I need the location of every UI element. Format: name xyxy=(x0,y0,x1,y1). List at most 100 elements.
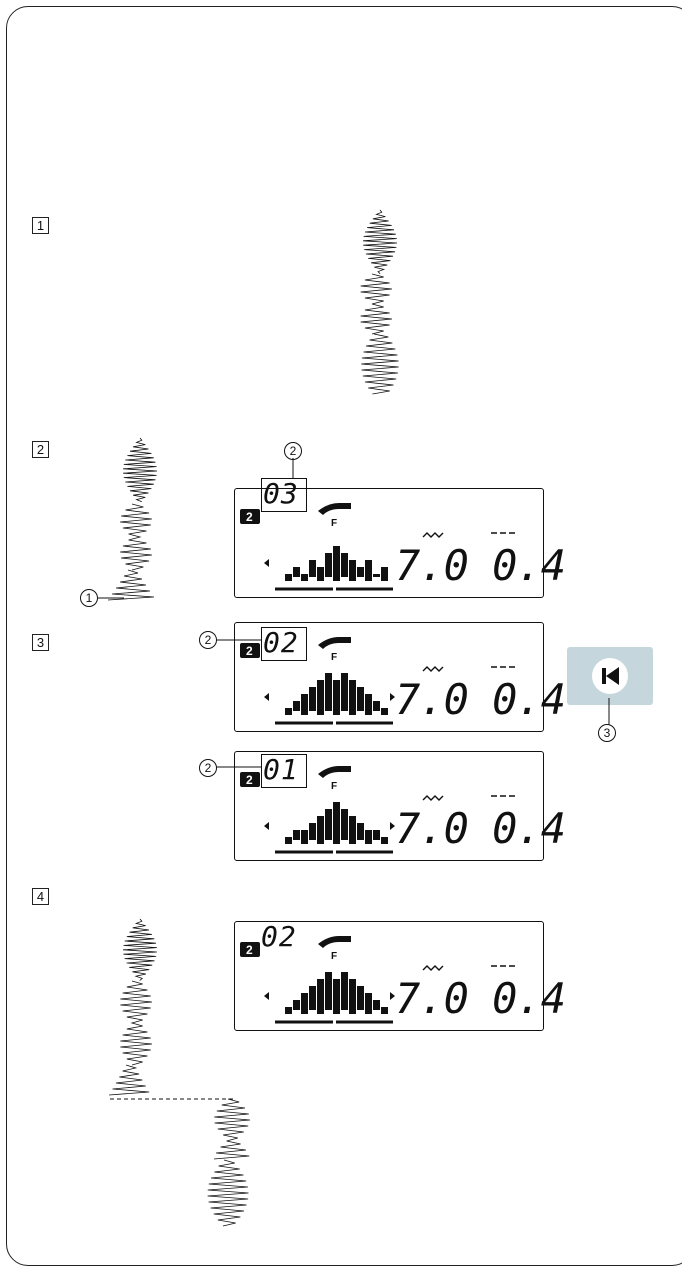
zigzag-width-icon xyxy=(422,795,444,801)
stitch-oval xyxy=(123,437,158,503)
pattern-pixel-column xyxy=(325,809,332,840)
number-2-mode-icon xyxy=(240,942,260,957)
stitch-wave xyxy=(120,980,153,1066)
right-arrow-icon xyxy=(390,822,395,830)
pattern-pixel-column xyxy=(317,567,324,581)
width-value: 7.0 xyxy=(395,675,469,724)
pattern-pixel-column xyxy=(309,687,316,711)
pattern-pixel-column xyxy=(333,802,340,844)
pattern-pixel-column xyxy=(301,694,308,715)
number-2-mode-icon xyxy=(240,509,260,524)
callout-1: 1 xyxy=(80,589,98,607)
pattern-pixel-column xyxy=(301,830,308,844)
stitch-sample-step-2 xyxy=(107,437,158,601)
stitch-sample-step-4 xyxy=(109,918,251,1227)
pattern-pixel-column xyxy=(381,1007,388,1014)
stitch-taper xyxy=(107,569,155,601)
pattern-pixel-column xyxy=(293,830,300,840)
left-arrow-icon xyxy=(264,693,269,701)
pattern-pixel-column xyxy=(325,553,332,577)
stitch-settings-readout: 7.0 0.4 xyxy=(395,673,566,727)
callout-3: 3 xyxy=(598,724,616,742)
pattern-pixel-column xyxy=(333,546,340,581)
left-arrow-icon xyxy=(264,559,269,567)
callout-3-leader xyxy=(608,698,610,726)
length-value: 0.4 xyxy=(492,541,566,590)
pattern-pixel-column xyxy=(365,694,372,715)
pattern-pixel-column xyxy=(381,837,388,844)
callout-1-leader xyxy=(98,597,124,599)
pattern-pixel-column xyxy=(325,972,332,1010)
step-2-marker: 2 xyxy=(32,441,49,458)
stitch-taper xyxy=(207,1159,249,1227)
stitch-oval xyxy=(122,918,157,981)
left-arrow-icon xyxy=(264,822,269,830)
left-arrow-icon xyxy=(264,992,269,1000)
presser-foot-F-icon xyxy=(318,936,351,948)
pattern-number: 01 xyxy=(261,754,307,788)
length-value: 0.4 xyxy=(492,804,566,853)
pattern-pixel-column xyxy=(309,986,316,1010)
step-1-marker: 1 xyxy=(32,217,49,234)
pattern-pixel-column xyxy=(357,567,364,577)
length-value: 0.4 xyxy=(492,675,566,724)
foot-letter: F xyxy=(331,951,337,962)
width-value: 7.0 xyxy=(395,974,469,1023)
back-to-start-button[interactable] xyxy=(567,647,653,705)
stitch-taper xyxy=(109,1064,150,1096)
pattern-pixel-column xyxy=(285,837,292,844)
foot-letter: F xyxy=(331,518,337,529)
number-2-mode-icon xyxy=(240,643,260,658)
pattern-pixel-column xyxy=(349,560,356,581)
length-value: 0.4 xyxy=(492,974,566,1023)
pattern-pixel-column xyxy=(365,993,372,1014)
pattern-pixel-column xyxy=(325,673,332,711)
pattern-pixel-column xyxy=(373,830,380,840)
pattern-pixel-column xyxy=(357,687,364,711)
pattern-pixel-column xyxy=(301,993,308,1014)
pattern-pixel-column xyxy=(309,560,316,577)
pattern-pixel-column xyxy=(373,574,380,577)
pattern-pixel-column xyxy=(309,823,316,840)
right-arrow-icon xyxy=(390,992,395,1000)
zigzag-width-icon xyxy=(422,666,444,672)
mode-digit: 2 xyxy=(246,773,253,787)
pattern-pixel-column xyxy=(333,680,340,715)
right-arrow-icon xyxy=(390,693,395,701)
back-to-start-icon xyxy=(592,658,628,694)
pattern-pixel-column xyxy=(349,979,356,1014)
pattern-pixel-column xyxy=(341,972,348,1010)
width-value: 7.0 xyxy=(395,541,469,590)
pattern-pixel-column xyxy=(341,553,348,577)
stitch-wave xyxy=(360,273,393,335)
pattern-pixel-column xyxy=(341,673,348,711)
stitch-settings-readout: 7.0 0.4 xyxy=(395,539,566,593)
width-value: 7.0 xyxy=(395,804,469,853)
pattern-pixel-column xyxy=(317,816,324,844)
mode-digit: 2 xyxy=(246,943,253,957)
presser-foot-F-icon xyxy=(318,766,351,778)
callout-2-lcd2: 2 xyxy=(199,631,217,649)
pattern-pixel-column xyxy=(317,979,324,1014)
pattern-pixel-column xyxy=(381,708,388,715)
zigzag-width-icon xyxy=(422,965,444,971)
pattern-pixel-column xyxy=(317,680,324,715)
callout-2-leader xyxy=(216,766,262,768)
pattern-number: 02 xyxy=(261,920,297,953)
pattern-number: 03 xyxy=(261,478,307,512)
presser-foot-F-icon xyxy=(318,637,351,649)
callout-2-leader xyxy=(292,458,294,478)
pattern-pixel-column xyxy=(357,823,364,840)
zigzag-width-icon xyxy=(422,532,444,538)
stitch-settings-readout: 7.0 0.4 xyxy=(395,802,566,856)
number-2-mode-icon xyxy=(240,772,260,787)
pattern-pixel-column xyxy=(381,567,388,581)
pattern-pixel-column xyxy=(333,979,340,1014)
pattern-pixel-column xyxy=(285,1007,292,1014)
presser-foot-F-icon xyxy=(318,503,351,515)
